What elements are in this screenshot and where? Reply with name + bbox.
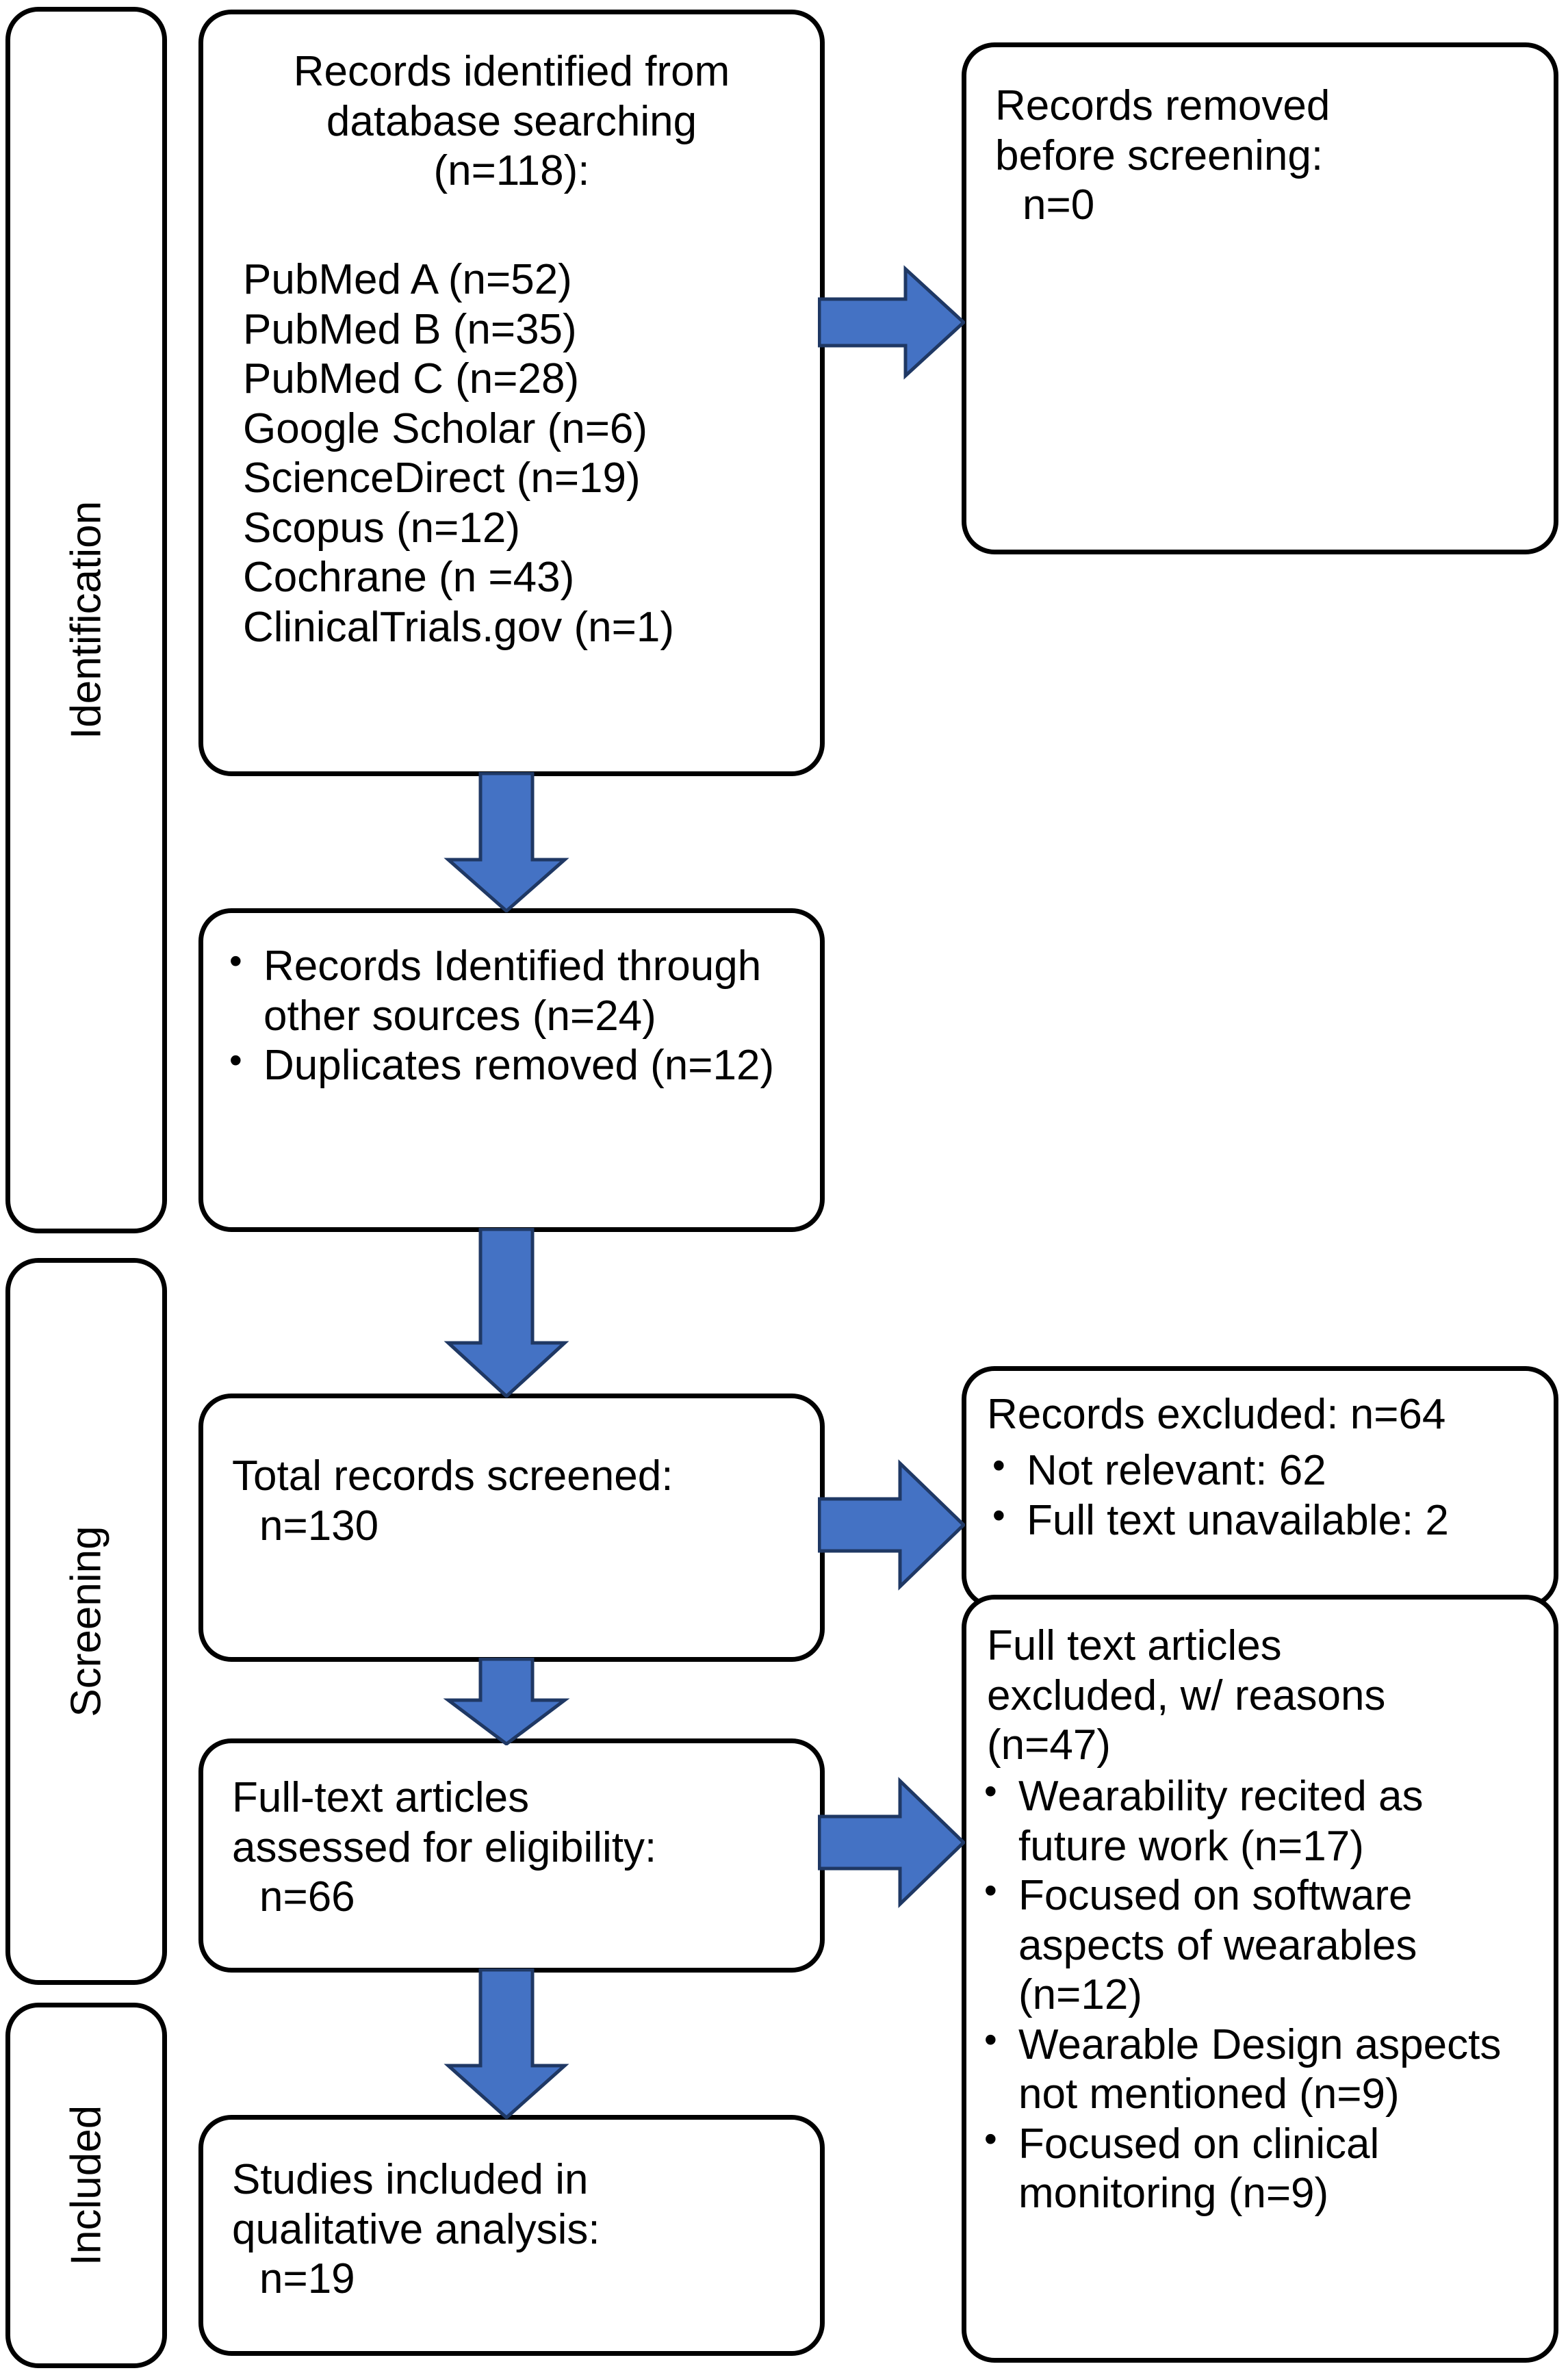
records-identified-line2: database searching	[326, 97, 697, 145]
arrow-right-identified-to-removed	[818, 264, 965, 381]
stage-label-included: Included	[62, 2105, 110, 2266]
source-item: Scopus (n=12)	[243, 504, 520, 552]
list-item: Full text unavailable: 2	[987, 1495, 1530, 1546]
list-item: Wearable Design aspects not mentioned (n…	[979, 2019, 1530, 2120]
box-studies-included-text: Studies included in qualitative analysis…	[203, 2155, 820, 2305]
list-item: Not relevant: 62	[987, 1445, 1530, 1496]
records-excluded-bullet-list: Not relevant: 62 Full text unavailable: …	[987, 1445, 1530, 1546]
records-excluded-heading: Records excluded: n=64	[987, 1391, 1446, 1438]
stage-label-identification: Identification	[62, 500, 110, 740]
box-other-sources: Records Identified through other sources…	[198, 908, 825, 1232]
box-records-excluded-list: Not relevant: 62 Full text unavailable: …	[966, 1445, 1554, 1546]
records-removed-count: n=0	[1023, 181, 1095, 229]
full-text-assessed-count: n=66	[259, 1873, 355, 1921]
full-text-excluded-line3: (n=47)	[987, 1721, 1111, 1769]
full-text-assessed-line1: Full-text articles	[232, 1774, 530, 1821]
full-text-excluded-line2: excluded, w/ reasons	[987, 1671, 1386, 1719]
list-item: Focused on clinical monitoring (n=9)	[979, 2118, 1530, 2219]
source-item: ScienceDirect (n=19)	[243, 454, 641, 502]
records-identified-line1: Records identified from	[293, 48, 730, 95]
box-total-screened-text: Total records screened: n=130	[203, 1452, 820, 1551]
box-full-text-excluded: Full text articles excluded, w/ reasons …	[962, 1595, 1558, 2363]
studies-included-line2: qualitative analysis:	[232, 2205, 600, 2253]
total-screened-count: n=130	[259, 1502, 379, 1550]
full-text-excluded-bullet-list: Wearability recited as future work (n=17…	[979, 1771, 1530, 2219]
box-total-screened: Total records screened: n=130	[198, 1394, 825, 1662]
full-text-assessed-line2: assessed for eligibility:	[232, 1823, 657, 1871]
box-records-removed: Records removed before screening: n=0	[962, 42, 1558, 554]
box-full-text-assessed: Full-text articles assessed for eligibil…	[198, 1738, 825, 1973]
stage-box-screening: Screening	[5, 1258, 167, 1985]
box-records-excluded-heading: Records excluded: n=64	[966, 1390, 1554, 1440]
list-item: Focused on software aspects of wearables…	[979, 1870, 1530, 2020]
box-studies-included: Studies included in qualitative analysis…	[198, 2115, 825, 2356]
records-removed-line1: Records removed	[995, 82, 1331, 129]
source-item: Cochrane (n =43)	[243, 554, 575, 602]
stage-label-screening: Screening	[62, 1526, 110, 1717]
other-sources-bullet-list: Records Identified through other sources…	[224, 940, 797, 1091]
box-records-identified: Records identified from database searchi…	[198, 10, 825, 776]
arrow-down-screened-to-full-text	[438, 1658, 575, 1745]
records-identified-line3: (n=118):	[433, 147, 590, 195]
arrow-down-identified-to-other-sources	[438, 772, 575, 912]
arrow-down-other-sources-to-screened	[438, 1228, 575, 1398]
list-item: Duplicates removed (n=12)	[224, 1040, 797, 1091]
source-item: Google Scholar (n=6)	[243, 405, 648, 452]
records-removed-line2: before screening:	[995, 131, 1324, 179]
arrow-right-screened-to-excluded	[818, 1456, 965, 1593]
box-records-identified-sources: PubMed A (n=52) PubMed B (n=35) PubMed C…	[203, 255, 820, 652]
source-item: PubMed C (n=28)	[243, 355, 580, 403]
stage-box-identification: Identification	[5, 7, 167, 1233]
box-records-removed-text: Records removed before screening: n=0	[966, 81, 1554, 231]
source-item: PubMed B (n=35)	[243, 305, 577, 353]
box-records-identified-heading: Records identified from database searchi…	[203, 47, 820, 196]
list-item: Wearability recited as future work (n=17…	[979, 1771, 1530, 1871]
box-other-sources-list: Records Identified through other sources…	[203, 940, 820, 1091]
box-full-text-excluded-list: Wearability recited as future work (n=17…	[966, 1771, 1554, 2219]
source-item: ClinicalTrials.gov (n=1)	[243, 603, 674, 651]
studies-included-line1: Studies included in	[232, 2156, 589, 2203]
total-screened-line1: Total records screened:	[232, 1452, 673, 1500]
full-text-excluded-line1: Full text articles	[987, 1622, 1282, 1669]
box-full-text-assessed-text: Full-text articles assessed for eligibil…	[203, 1773, 820, 1923]
box-records-excluded: Records excluded: n=64 Not relevant: 62 …	[962, 1366, 1558, 1608]
arrow-right-full-text-to-excluded-reasons	[818, 1774, 965, 1911]
source-item: PubMed A (n=52)	[243, 256, 572, 303]
studies-included-count: n=19	[259, 2255, 355, 2303]
arrow-down-full-text-to-included	[438, 1968, 575, 2119]
box-full-text-excluded-heading: Full text articles excluded, w/ reasons …	[966, 1621, 1554, 1771]
stage-box-included: Included	[5, 2003, 167, 2368]
list-item: Records Identified through other sources…	[224, 940, 797, 1041]
